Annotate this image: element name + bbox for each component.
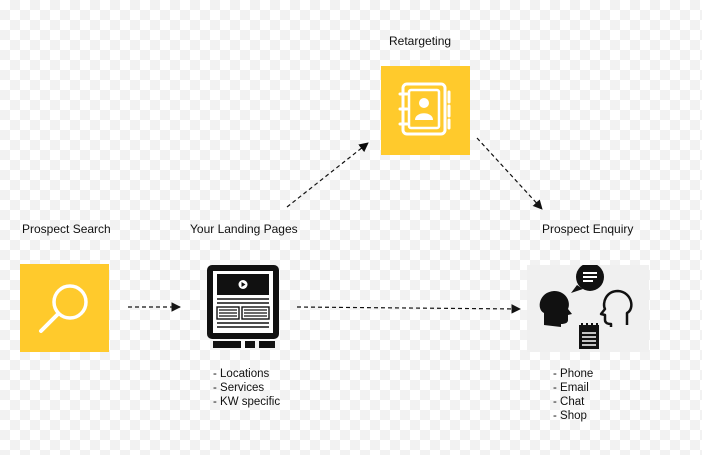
chat-bubble-icon xyxy=(571,265,604,293)
list-item: Services xyxy=(213,381,280,395)
retargeting-label: Retargeting xyxy=(389,34,452,48)
notepad-icon xyxy=(579,323,599,349)
landing-pages-node[interactable] xyxy=(201,261,287,355)
person-head-left-icon xyxy=(539,291,572,327)
arrow-landing-to-retargeting xyxy=(286,142,369,208)
prospect-enquiry-bullets: Phone Email Chat Shop xyxy=(553,367,593,423)
prospect-search-node[interactable] xyxy=(20,264,109,352)
person-head-right-icon xyxy=(599,289,633,327)
prospect-search-label: Prospect Search xyxy=(22,222,111,236)
retargeting-node[interactable] xyxy=(381,66,470,155)
conversation-icon xyxy=(539,265,633,349)
arrow-landing-to-enquiry xyxy=(296,304,521,314)
prospect-enquiry-label: Prospect Enquiry xyxy=(542,222,634,236)
list-item: KW specific xyxy=(213,395,280,409)
magnifier-icon xyxy=(39,284,88,333)
list-item: Phone xyxy=(553,367,593,381)
landing-page-icon xyxy=(207,265,279,348)
landing-pages-label: Your Landing Pages xyxy=(190,222,298,236)
list-item: Chat xyxy=(553,395,593,409)
list-item: Locations xyxy=(213,367,280,381)
prospect-enquiry-node[interactable] xyxy=(527,265,649,352)
arrow-retargeting-to-enquiry xyxy=(476,137,543,210)
landing-pages-bullets: Locations Services KW specific xyxy=(213,367,280,409)
list-item: Shop xyxy=(553,409,593,423)
contact-book-icon xyxy=(398,82,451,136)
list-item: Email xyxy=(553,381,593,395)
